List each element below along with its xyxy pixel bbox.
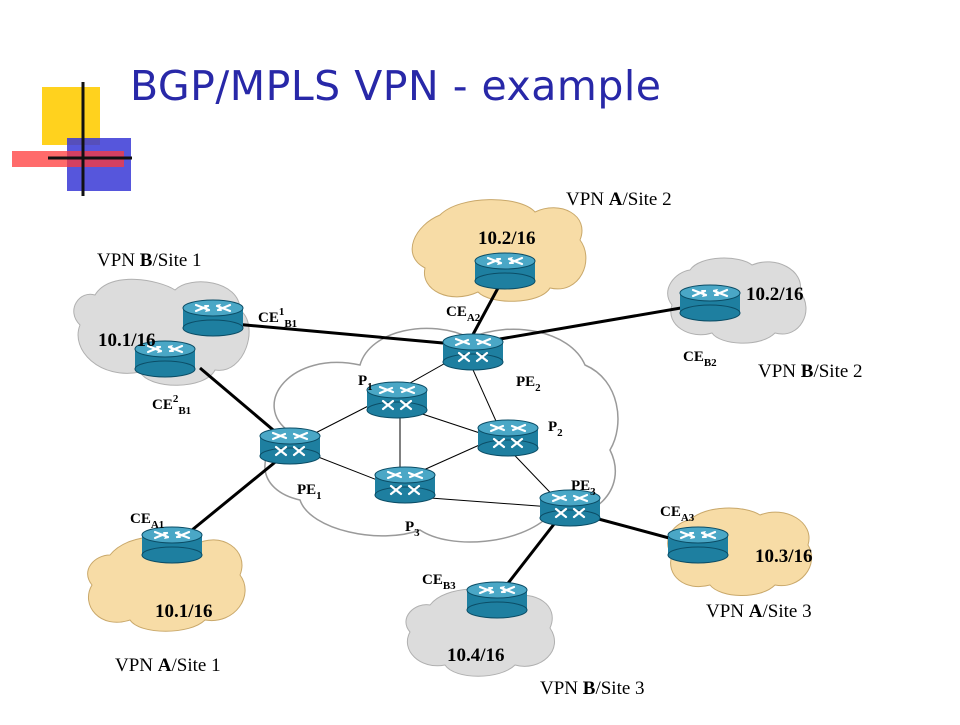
router-label-ce-b1-1: CE1B1: [258, 306, 297, 330]
site-label-a2: VPN A/Site 2: [566, 189, 672, 210]
cloud-vpn-a-site-2: [411, 199, 587, 302]
router-ce-b2[interactable]: [678, 283, 742, 323]
router-p-3[interactable]: [373, 465, 437, 505]
router-ce-a3[interactable]: [666, 525, 730, 565]
router-label-ce-a1: CEA1: [130, 511, 164, 531]
router-label-ce-b3: CEB3: [422, 572, 456, 592]
site-label-a3: VPN A/Site 3: [706, 601, 812, 622]
prefix-b1: 10.1/16: [98, 330, 156, 351]
router-ce-a2[interactable]: [473, 251, 537, 291]
slide-title: BGP/MPLS VPN - example: [130, 62, 662, 110]
prefix-b3: 10.4/16: [447, 645, 505, 666]
router-label-ce-a2: CEA2: [446, 304, 481, 324]
router-label-pe-3: PE3: [571, 478, 596, 498]
site-label-a1: VPN A/Site 1: [115, 655, 221, 676]
router-p-1[interactable]: [365, 380, 429, 420]
router-pe-1[interactable]: [258, 426, 322, 466]
router-label-pe-1: PE1: [297, 482, 322, 502]
router-label-pe-2: PE2: [516, 374, 541, 394]
router-ce-b1-1[interactable]: [181, 298, 245, 338]
router-label-ce-a3: CEA3: [660, 504, 695, 524]
prefix-a3: 10.3/16: [755, 546, 813, 567]
prefix-b2: 10.2/16: [746, 284, 804, 305]
router-ce-b3[interactable]: [465, 580, 529, 620]
provider-cloud: [264, 327, 619, 543]
router-pe-2[interactable]: [441, 332, 505, 372]
router-label-p-1: P1: [358, 373, 373, 393]
prefix-a1: 10.1/16: [155, 601, 213, 622]
router-label-p-3: P3: [405, 519, 420, 539]
router-ce-a1[interactable]: [140, 525, 204, 565]
router-label-ce-b1-2: CE2B1: [152, 393, 191, 417]
site-label-b1: VPN B/Site 1: [97, 250, 202, 271]
router-p-2[interactable]: [476, 418, 540, 458]
site-label-b2: VPN B/Site 2: [758, 361, 863, 382]
router-label-p-2: P2: [548, 419, 563, 439]
prefix-a2: 10.2/16: [478, 228, 536, 249]
slide-logo: [12, 82, 132, 196]
site-label-b3: VPN B/Site 3: [540, 678, 645, 699]
router-label-ce-b2: CEB2: [683, 349, 717, 369]
